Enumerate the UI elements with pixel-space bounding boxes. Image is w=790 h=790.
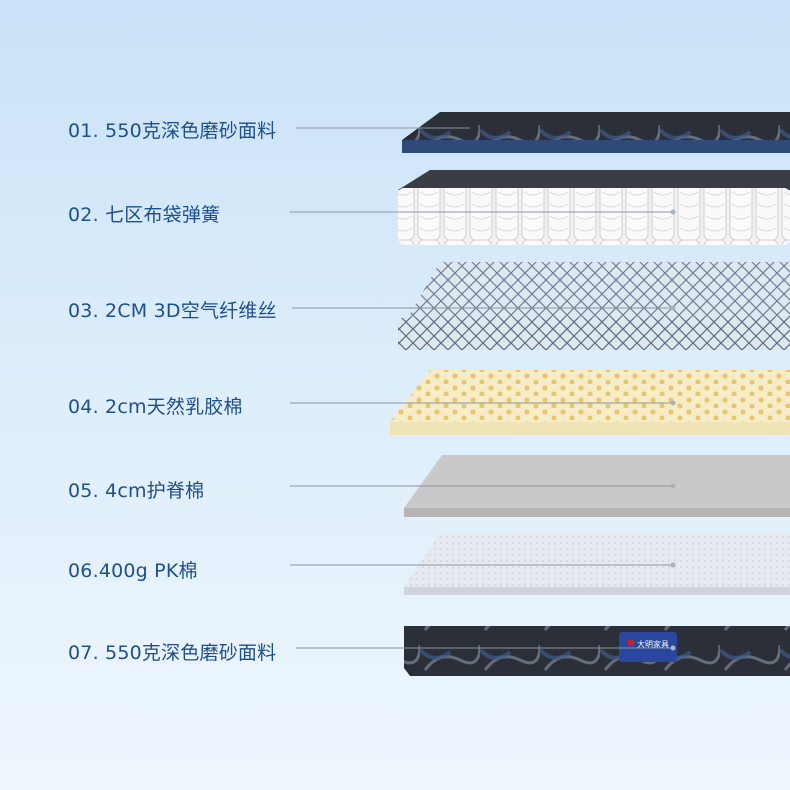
layer-3d-fiber xyxy=(398,262,790,350)
layer-bottom-fabric: 大明家具 xyxy=(404,626,790,676)
layer-pk-cotton xyxy=(404,533,790,595)
leader-dots xyxy=(670,209,676,651)
brand-tag xyxy=(619,632,677,662)
layer-label-1: 01. 550克深色磨砂面料 xyxy=(68,120,277,142)
layer-latex xyxy=(390,370,790,435)
leader-lines xyxy=(290,127,673,649)
layer-pocket-springs xyxy=(398,170,790,245)
brand-tag-text: 大明家具 xyxy=(637,639,669,649)
layer-label-6: 06.400g PK棉 xyxy=(68,560,198,582)
layer-label-4: 04. 2cm天然乳胶棉 xyxy=(68,396,243,418)
layer-spine-foam xyxy=(404,455,790,517)
layer-label-7: 07. 550克深色磨砂面料 xyxy=(68,642,277,664)
layer-label-5: 05. 4cm护脊棉 xyxy=(68,480,205,502)
layer-top-fabric xyxy=(402,112,790,153)
layer-label-3: 03. 2CM 3D空气纤维丝 xyxy=(68,300,277,322)
layer-label-2: 02. 七区布袋弹簧 xyxy=(68,204,221,226)
